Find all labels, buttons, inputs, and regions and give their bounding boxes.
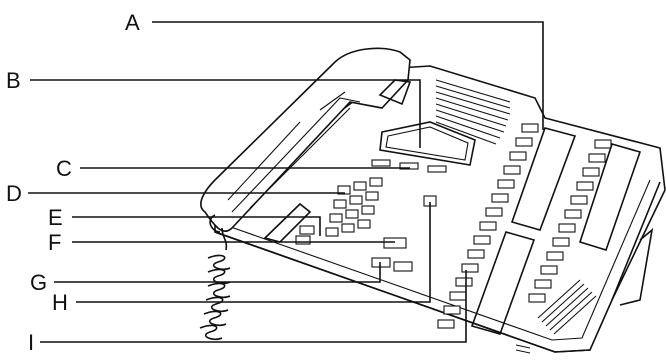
callout-label-g: G <box>30 270 47 295</box>
callout-label-c: C <box>56 156 72 181</box>
callout-label-i: I <box>28 330 34 355</box>
callout-label-d: D <box>6 181 22 206</box>
callout-labels: A B C D E F G H I <box>6 10 140 355</box>
callout-label-f: F <box>48 230 61 255</box>
callout-label-a: A <box>125 10 140 35</box>
callout-label-b: B <box>6 68 21 93</box>
callout-label-h: H <box>52 290 68 315</box>
callout-label-e: E <box>48 205 63 230</box>
phone-base <box>215 66 665 352</box>
